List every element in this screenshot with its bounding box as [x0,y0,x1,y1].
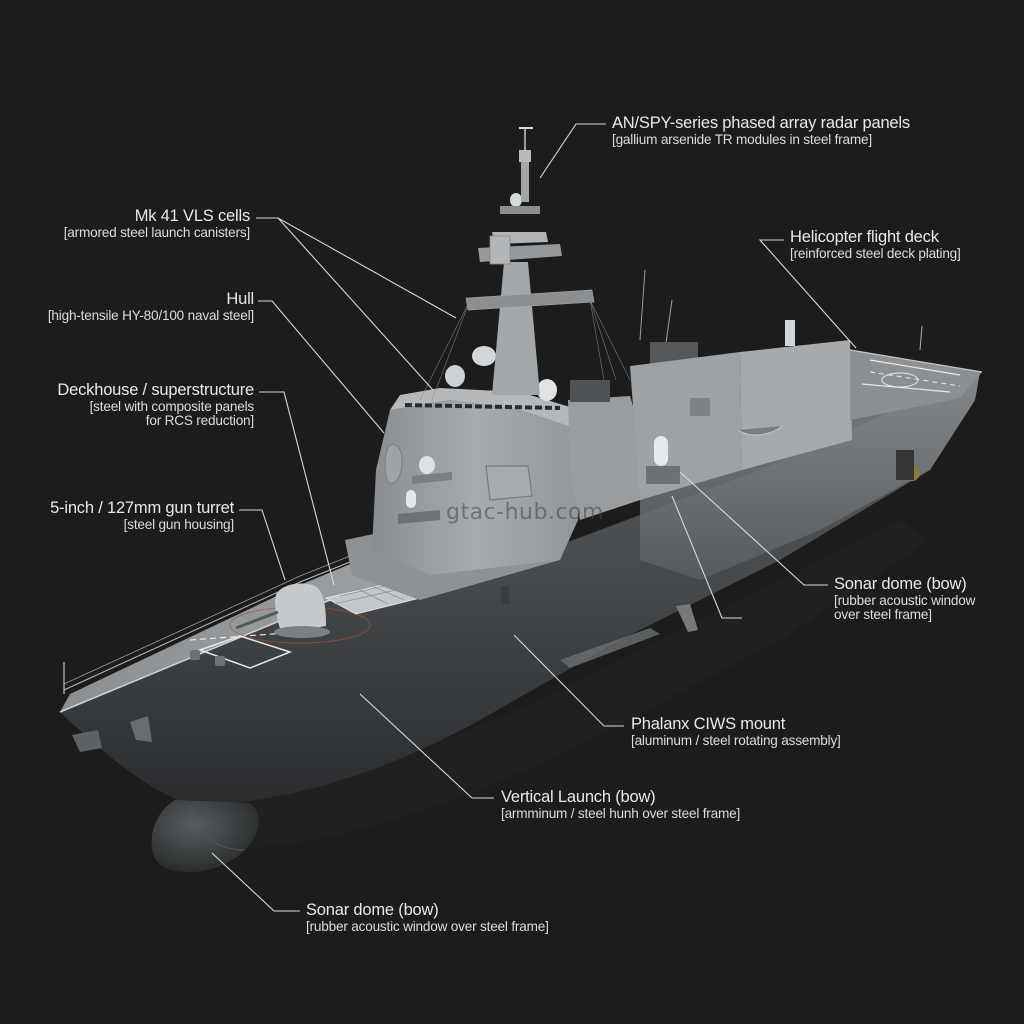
leader-vls-a [256,217,457,319]
callout-subtitle: [armminum / steel hunh over steel frame] [501,805,741,821]
aft-superstructure [568,320,983,520]
leader-radar [539,123,606,179]
leader-sonar-bow [211,852,300,912]
callout-sonar-mid: Sonar dome (bow) [rubber acoustic window… [834,575,976,623]
callout-title: Sonar dome (bow) [834,575,967,593]
leader-heli [758,239,857,349]
leader-lines [211,123,857,912]
callout-vl-bow: Vertical Launch (bow) [armminum / steel … [501,788,741,821]
watermark: gtac-hub.com [446,500,604,525]
callout-title: Mk 41 VLS cells [134,207,250,225]
callout-title: Phalanx CIWS mount [631,715,786,733]
leader-gun [239,509,286,581]
leader-vl-bow [359,693,494,799]
callout-title: Hull [226,290,254,308]
callout-heli: Helicopter flight deck [reinforced steel… [790,228,961,261]
callout-title: Sonar dome (bow) [306,901,439,919]
leader-hull [258,300,385,434]
callout-sonar-bow: Sonar dome (bow) [rubber acoustic window… [306,901,549,934]
callout-subtitle: [steel with composite panels for RCS red… [89,398,255,429]
leader-sonar-mid [679,471,828,586]
callout-hull: Hull [high-tensile HY-80/100 naval steel… [47,290,254,323]
callout-title: 5-inch / 127mm gun turret [50,499,234,517]
mast [419,127,923,401]
callout-subtitle: [rubber acoustic window over steel frame… [306,918,549,934]
callout-subtitle: [rubber acoustic window over steel frame… [834,592,976,623]
callout-title: Helicopter flight deck [790,228,939,246]
callout-subtitle: [gallium arsenide TR modules in steel fr… [612,131,872,147]
callout-subtitle: [armored steel launch canisters] [63,224,250,240]
callout-subtitle: [high-tensile HY-80/100 naval steel] [47,307,254,323]
callout-title: AN/SPY-series phased array radar panels [612,114,910,132]
callout-subtitle: [reinforced steel deck plating] [790,245,961,261]
forward-superstructure [345,346,580,604]
callout-radar: AN/SPY-series phased array radar panels … [612,114,910,147]
leader-ciws [513,634,624,727]
callout-vls: Mk 41 VLS cells [armored steel launch ca… [63,207,250,240]
callout-subtitle: [steel gun housing] [123,516,235,532]
leader-vls-b [277,217,434,391]
callout-title: Deckhouse / superstructure [57,381,254,399]
callout-gun: 5-inch / 127mm gun turret [steel gun hou… [50,499,235,532]
callout-subtitle: [aluminum / steel rotating assembly] [631,732,841,748]
leader-sonar-mid-b [671,495,742,619]
gun-turret [235,583,330,638]
callout-deckhouse: Deckhouse / superstructure [steel with c… [57,381,255,429]
callout-title: Vertical Launch (bow) [501,788,656,806]
callout-ciws: Phalanx CIWS mount [aluminum / steel rot… [631,715,841,748]
leader-deckhouse [259,391,335,586]
